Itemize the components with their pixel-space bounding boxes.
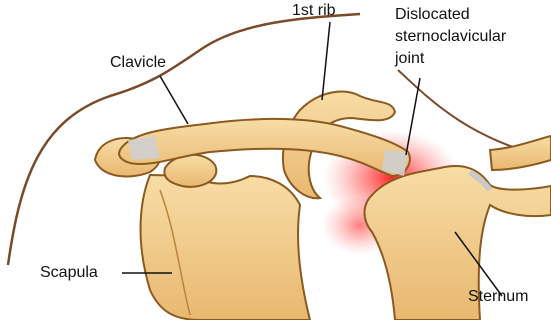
first-rib-label: 1st rib <box>292 2 336 20</box>
scapula-bone <box>141 175 310 320</box>
sternum-label: Sternum <box>468 288 528 306</box>
dislocated-joint-label: Dislocated sternoclavicular joint <box>395 4 551 70</box>
clavicle-label: Clavicle <box>110 54 166 72</box>
first-rib-pointer <box>322 22 330 100</box>
ac-ligament <box>128 136 160 160</box>
dislocated-label-line2: sternoclavicular <box>395 26 551 48</box>
dislocated-label-line1: Dislocated <box>395 4 551 26</box>
clavicle-pointer <box>160 76 188 124</box>
scapula-label: Scapula <box>40 264 98 282</box>
dislocated-label-line3: joint <box>395 48 551 70</box>
